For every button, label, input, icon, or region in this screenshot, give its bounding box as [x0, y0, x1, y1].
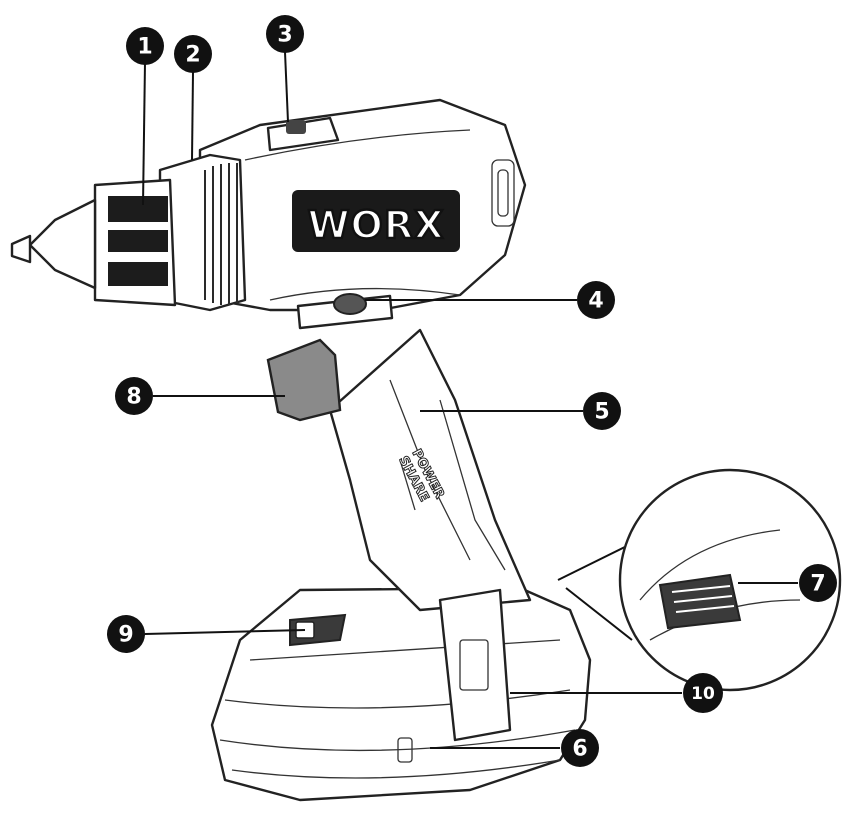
- leader-1: [142, 61, 146, 206]
- clutch-ridges: [204, 163, 238, 305]
- callout-10: 10: [683, 673, 723, 713]
- trigger: [266, 338, 342, 422]
- keyless-chuck: [10, 178, 177, 307]
- drill-illustration: POWER SHARE WORX: [10, 98, 842, 802]
- clutch-collar: [158, 153, 247, 312]
- leader-lines: [142, 51, 798, 749]
- callout-2-label: 2: [185, 43, 200, 68]
- callout-5-label: 5: [594, 400, 609, 425]
- callout-4-label: 4: [588, 289, 603, 314]
- brand-logo: WORX: [308, 203, 445, 247]
- battery-clip: [438, 588, 512, 742]
- callout-7-label: 7: [810, 572, 825, 597]
- callout-10-label: 10: [691, 684, 715, 704]
- callouts: 1 2 3 4 5 6 7 8: [107, 15, 837, 767]
- callout-1: 1: [126, 27, 164, 65]
- callout-6: 6: [561, 729, 599, 767]
- callout-8-label: 8: [126, 385, 141, 410]
- leader-9: [144, 629, 306, 635]
- callout-4: 4: [577, 281, 615, 319]
- gear-selector: [266, 116, 340, 152]
- direction-switch: [296, 293, 394, 330]
- leader-2: [191, 71, 194, 161]
- callout-3-label: 3: [277, 23, 292, 48]
- callout-2: 2: [174, 35, 212, 73]
- callout-9: 9: [107, 615, 145, 653]
- logo-band: WORX: [292, 190, 460, 252]
- callout-3: 3: [266, 15, 304, 53]
- callout-1-label: 1: [137, 35, 152, 60]
- callout-6-label: 6: [572, 737, 587, 762]
- callout-7: 7: [799, 564, 837, 602]
- handle-grip: [328, 328, 532, 612]
- inset-magnifier: [557, 468, 842, 692]
- callout-9-label: 9: [118, 623, 133, 648]
- callout-5: 5: [583, 392, 621, 430]
- leader-3: [284, 51, 289, 123]
- callout-8: 8: [115, 377, 153, 415]
